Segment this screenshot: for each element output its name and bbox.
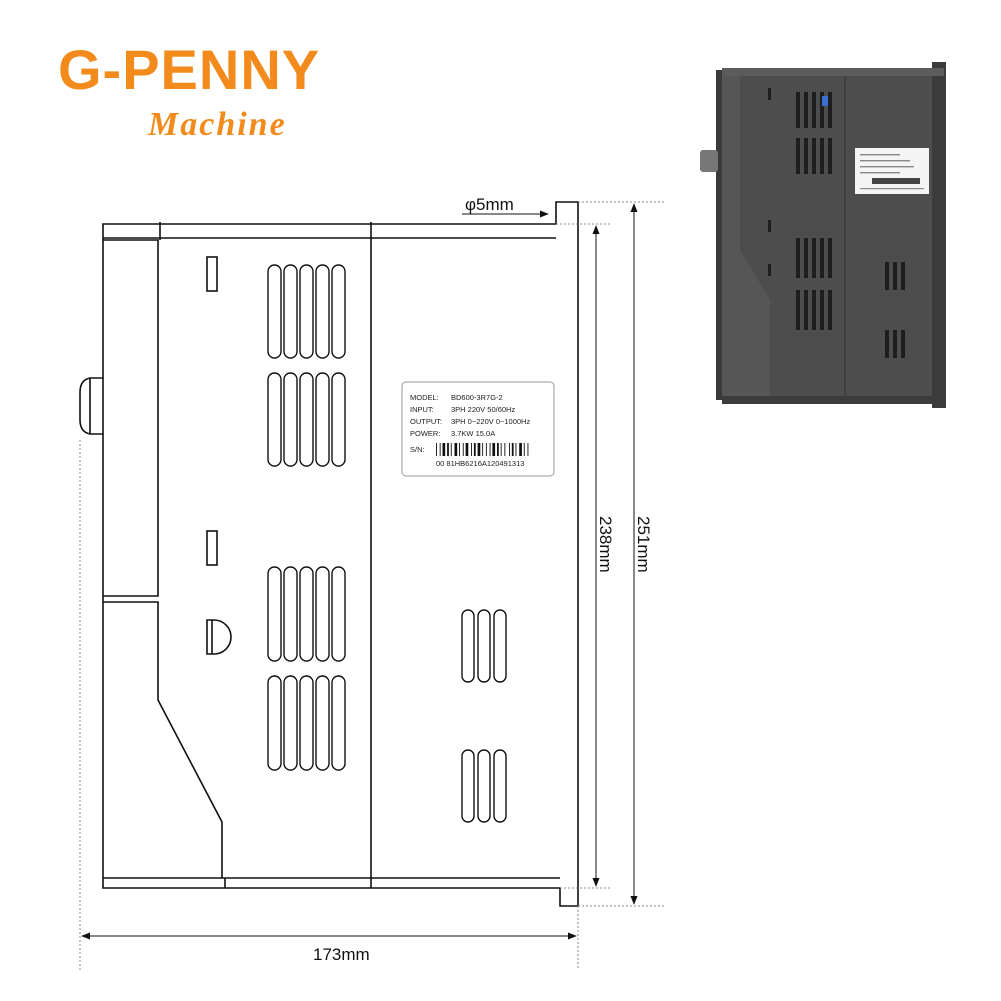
nameplate-value-input: 3PH 220V 50/60Hz (451, 405, 515, 414)
outer-height-label: 251mm (634, 516, 653, 573)
nameplate: MODEL: BD600-3R7G-2 INPUT: 3PH 220V 50/6… (401, 381, 555, 477)
logo-sub-text: Machine (148, 106, 287, 143)
product-photo (700, 62, 946, 408)
nameplate-key-output: OUTPUT: (410, 417, 442, 426)
ventilation-grilles (267, 264, 507, 823)
nameplate-serial: 00 81HB6216A120491313 (436, 459, 524, 468)
barcode (436, 443, 529, 456)
nameplate-key-power: POWER: (410, 429, 440, 438)
dimension-lines (79, 201, 665, 970)
logo-brand-text: G-PENNY (58, 38, 321, 101)
enclosure-outline (79, 201, 579, 907)
nameplate-value-power: 3.7KW 15.0A (451, 429, 495, 438)
inner-height-label: 238mm (596, 516, 615, 573)
nameplate-key-input: INPUT: (410, 405, 434, 414)
nameplate-key-sn: S/N: (410, 445, 425, 454)
nameplate-value-output: 3PH 0~220V 0~1000Hz (451, 417, 530, 426)
hole-dimension-label: φ5mm (465, 195, 514, 214)
depth-label: 173mm (313, 945, 370, 964)
nameplate-value-model: BD600-3R7G-2 (451, 393, 503, 402)
nameplate-key-model: MODEL: (410, 393, 439, 402)
